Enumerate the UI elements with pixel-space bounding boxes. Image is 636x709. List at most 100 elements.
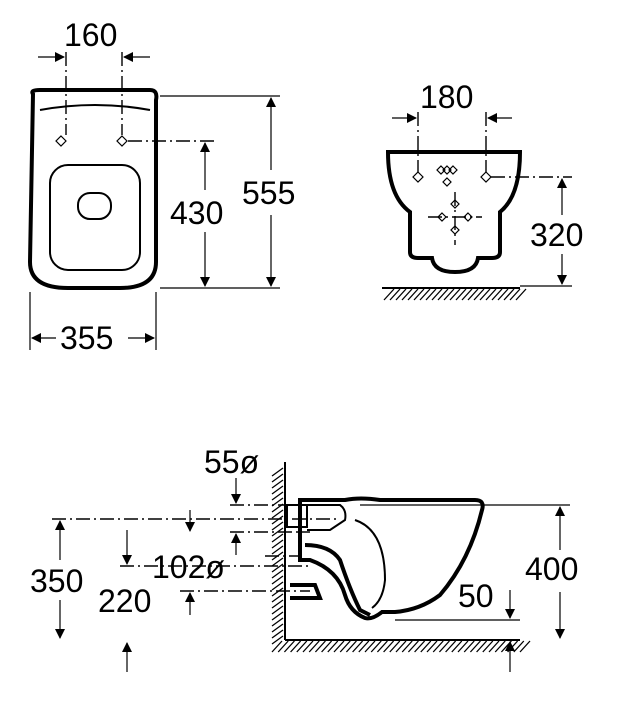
side-bowl-clearance-label: 50 xyxy=(458,578,494,614)
floor-hatch-stroke xyxy=(479,288,491,301)
floor-hatch-stroke xyxy=(482,640,494,653)
side-rim-height-label: 400 xyxy=(525,551,578,587)
wall-hatch-stroke xyxy=(271,473,284,483)
side-view: 55ø 102ø 350 220 400 50 xyxy=(30,444,578,672)
floor-hatch-stroke xyxy=(345,640,357,653)
side-220-dimension: 220 xyxy=(98,530,151,672)
floor-hatch-stroke xyxy=(314,640,326,653)
side-50-dimension: 50 xyxy=(458,578,515,672)
wall-hatch-stroke xyxy=(271,617,284,627)
floor-hatch-stroke xyxy=(476,640,488,653)
rear-floor-hatch xyxy=(382,287,527,301)
floor-hatch-stroke xyxy=(432,640,444,653)
front-total-height-label: 555 xyxy=(242,175,295,211)
wall-hatch-stroke xyxy=(271,521,284,531)
floor-hatch-stroke xyxy=(425,288,437,301)
rear-320-dimension: 320 xyxy=(520,178,583,287)
floor-hatch-stroke xyxy=(449,288,461,301)
front-bolt-marks xyxy=(55,52,215,147)
floor-hatch-stroke xyxy=(364,640,376,653)
floor-hatch-stroke xyxy=(376,640,388,653)
floor-hatch-stroke xyxy=(277,640,289,653)
side-400-dimension: 400 xyxy=(525,506,578,639)
floor-hatch-stroke xyxy=(383,288,395,301)
rear-bolt-marks xyxy=(412,112,572,183)
wall-hatch-stroke xyxy=(271,509,284,519)
floor-hatch-stroke xyxy=(413,288,425,301)
floor-hatch-stroke xyxy=(389,640,401,653)
front-rim-line xyxy=(39,104,151,111)
floor-hatch-stroke xyxy=(383,640,395,653)
wall-hatch-stroke xyxy=(271,593,284,603)
floor-hatch-stroke xyxy=(485,288,497,301)
floor-hatch-stroke xyxy=(437,288,449,301)
front-430-dimension: 430 xyxy=(170,142,223,287)
rear-body-outline xyxy=(385,150,523,275)
floor-hatch-stroke xyxy=(457,640,469,653)
side-waste-outlet xyxy=(290,583,323,600)
rear-bolt-spacing-label: 180 xyxy=(420,79,473,115)
wall-hatch-stroke xyxy=(271,635,284,645)
floor-hatch-stroke xyxy=(494,640,506,653)
floor-hatch-stroke xyxy=(401,288,413,301)
side-waste-diameter-label: 102ø xyxy=(152,549,225,585)
side-centerlines xyxy=(52,504,570,621)
floor-hatch-stroke xyxy=(513,640,525,653)
rear-view: 180 320 xyxy=(382,79,583,301)
front-355-dimension: 355 xyxy=(29,292,157,356)
floor-hatch-stroke xyxy=(339,640,351,653)
wall-hatch-stroke xyxy=(271,611,284,621)
floor-hatch-stroke xyxy=(488,640,500,653)
rear-180-dimension: 180 xyxy=(392,79,512,123)
floor-hatch-stroke xyxy=(302,640,314,653)
floor-hatch-stroke xyxy=(467,288,479,301)
front-bolt-height-label: 430 xyxy=(170,195,223,231)
rear-bolt-height-label: 320 xyxy=(530,217,583,253)
side-wall xyxy=(271,462,286,645)
floor-hatch-stroke xyxy=(431,288,443,301)
wall-hatch-stroke xyxy=(271,527,284,537)
wall-hatch-stroke xyxy=(271,557,284,567)
floor-hatch-stroke xyxy=(438,640,450,653)
wall-hatch-stroke xyxy=(271,479,284,489)
wall-hatch-stroke xyxy=(271,533,284,543)
floor-hatch-stroke xyxy=(389,288,401,301)
floor-hatch-stroke xyxy=(271,640,283,653)
floor-hatch-stroke xyxy=(519,640,531,653)
floor-hatch-stroke xyxy=(321,640,333,653)
floor-hatch-stroke xyxy=(296,640,308,653)
floor-hatch-stroke xyxy=(509,288,521,301)
front-seat-opening xyxy=(49,164,141,271)
side-350-dimension: 350 xyxy=(30,520,83,639)
floor-hatch-stroke xyxy=(455,288,467,301)
side-bowl-outline xyxy=(298,496,485,621)
floor-hatch-stroke xyxy=(283,640,295,653)
wall-hatch-stroke xyxy=(271,539,284,549)
floor-hatch-stroke xyxy=(473,288,485,301)
wall-hatch-stroke xyxy=(271,563,284,573)
rear-inlet-marks xyxy=(436,165,458,187)
floor-hatch-stroke xyxy=(497,288,509,301)
floor-hatch-stroke xyxy=(395,288,407,301)
wall-hatch-stroke xyxy=(271,623,284,633)
front-555-dimension: 555 xyxy=(160,95,295,289)
floor-hatch-stroke xyxy=(426,640,438,653)
floor-hatch-stroke xyxy=(419,288,431,301)
front-flush-hole xyxy=(77,192,112,220)
front-bowl-outline xyxy=(27,88,159,290)
side-outlet-diameter-label: 55ø xyxy=(204,444,259,480)
side-102-dimension: 102ø xyxy=(152,510,225,615)
floor-hatch-stroke xyxy=(461,288,473,301)
wall-hatch-stroke xyxy=(271,491,284,501)
floor-hatch-stroke xyxy=(370,640,382,653)
floor-hatch-stroke xyxy=(333,640,345,653)
wall-hatch-stroke xyxy=(271,515,284,525)
floor-hatch-stroke xyxy=(401,640,413,653)
floor-hatch-stroke xyxy=(407,640,419,653)
rear-waste-marks xyxy=(428,192,482,245)
wall-hatch-stroke xyxy=(271,485,284,495)
front-view: 160 555 430 355 xyxy=(27,17,295,356)
wall-hatch-stroke xyxy=(271,629,284,639)
front-width-label: 355 xyxy=(60,320,113,356)
wall-hatch-stroke xyxy=(271,569,284,579)
